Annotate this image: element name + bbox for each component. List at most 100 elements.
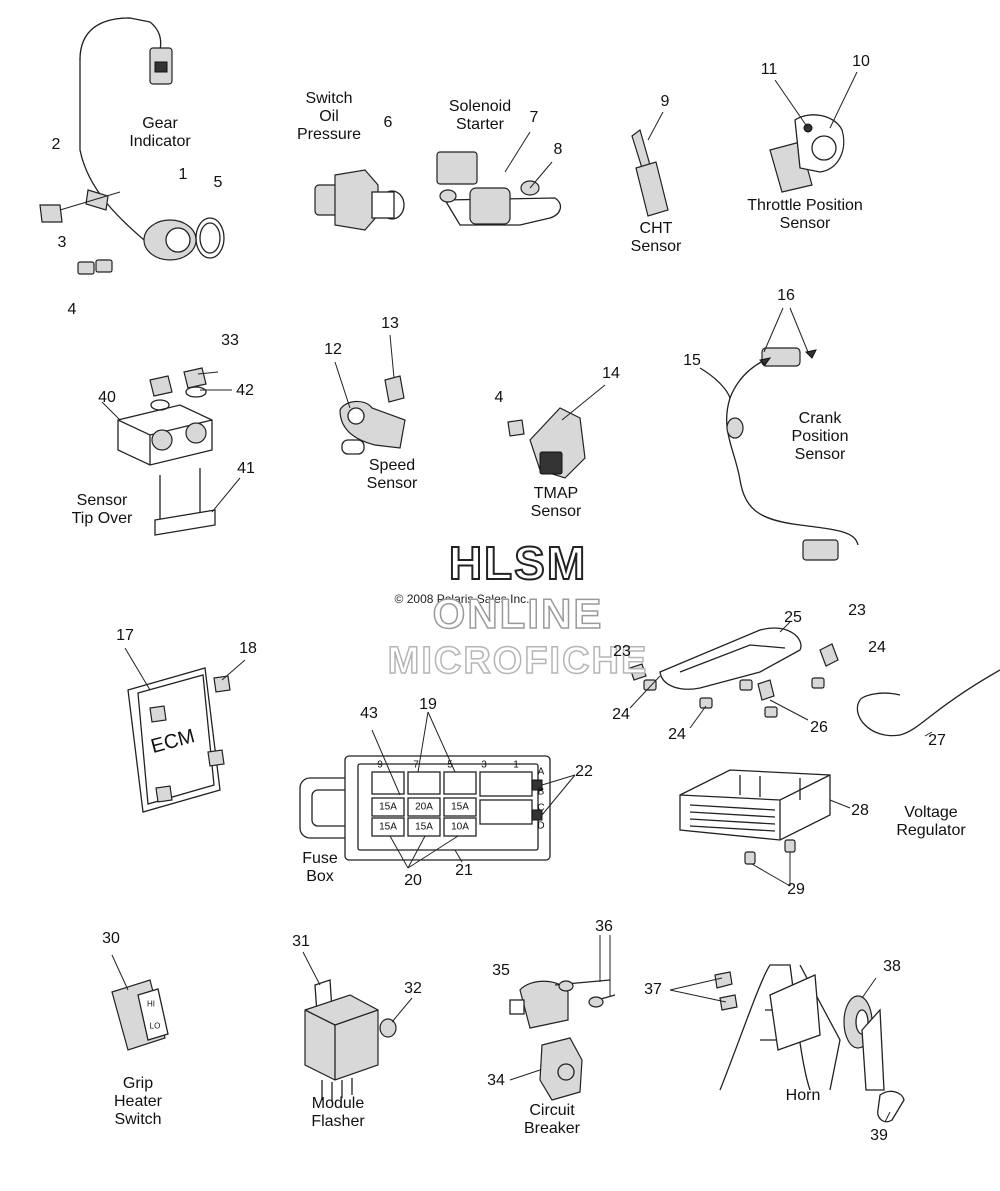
bracket-part — [629, 621, 1000, 737]
label-cht-sensor: CHT Sensor — [630, 220, 682, 255]
label-switch-oil-pressure: Switch Oil Pressure — [296, 90, 362, 143]
label-speed-sensor: Speed Sensor — [366, 457, 418, 492]
callout-8: 8 — [553, 141, 563, 158]
callout-35: 35 — [492, 962, 510, 979]
label-sensor-tip-over: Sensor Tip Over — [71, 492, 133, 527]
fuse-col-1: 1 — [513, 759, 519, 771]
callout-39: 39 — [870, 1127, 888, 1144]
callout-34: 34 — [487, 1072, 505, 1089]
callout-6: 6 — [383, 114, 393, 131]
callout-11: 11 — [760, 61, 778, 78]
watermark-title: HLSM — [448, 536, 588, 590]
voltage-regulator-part — [679, 769, 851, 887]
oil-pressure-switch-part — [314, 169, 405, 231]
label-voltage-regulator: Voltage Regulator — [896, 804, 966, 839]
callout-10: 10 — [852, 53, 870, 70]
label-tmap-sensor: TMAP Sensor — [530, 485, 582, 520]
callout-19: 19 — [419, 696, 437, 713]
callout-29: 29 — [787, 881, 805, 898]
callout-27: 27 — [928, 732, 946, 749]
callout-9: 9 — [660, 93, 670, 110]
fuse-row-b: B — [537, 786, 545, 798]
label-horn: Horn — [785, 1087, 821, 1104]
callout-22: 22 — [575, 763, 593, 780]
fuse-row-d: D — [537, 820, 545, 832]
callout-14: 14 — [602, 365, 620, 382]
switch-marking-hi: HI — [147, 999, 155, 1009]
crank-position-sensor-part — [699, 307, 859, 561]
fuse-marking-f: 10A — [451, 821, 469, 833]
fuse-row-c: C — [537, 802, 545, 814]
callout-4b: 4 — [494, 389, 504, 406]
callout-41: 41 — [237, 460, 255, 477]
circuit-breaker-part — [509, 935, 616, 1101]
fuse-col-7: 7 — [413, 759, 419, 771]
fuse-col-9: 9 — [377, 759, 383, 771]
starter-solenoid-part — [436, 131, 562, 226]
callout-18: 18 — [239, 640, 257, 657]
callout-31: 31 — [292, 933, 310, 950]
throttle-position-sensor-part — [769, 71, 858, 193]
callout-36: 36 — [595, 918, 613, 935]
callout-24a: 24 — [868, 639, 886, 656]
label-throttle-position-sensor: Throttle Position Sensor — [747, 197, 863, 232]
callout-1: 1 — [178, 166, 188, 183]
cht-sensor-part — [631, 111, 669, 217]
callout-20: 20 — [404, 872, 422, 889]
switch-marking-lo: LO — [149, 1021, 161, 1031]
callout-21: 21 — [455, 862, 473, 879]
callout-37: 37 — [644, 981, 662, 998]
horn-part — [669, 964, 905, 1123]
callout-42: 42 — [236, 382, 254, 399]
fuse-row-a: A — [537, 766, 545, 778]
callout-5: 5 — [213, 174, 223, 191]
speed-sensor-part — [334, 334, 406, 455]
label-grip-heater-switch: Grip Heater Switch — [113, 1075, 163, 1128]
callout-25: 25 — [784, 609, 802, 626]
callout-30: 30 — [102, 930, 120, 947]
fuse-col-5: 5 — [447, 759, 453, 771]
callout-13: 13 — [381, 315, 399, 332]
callout-3: 3 — [57, 234, 67, 251]
callout-24b: 24 — [612, 706, 630, 723]
fuse-marking-e: 15A — [415, 821, 433, 833]
module-flasher-part — [302, 951, 413, 1102]
grip-heater-switch-part — [111, 954, 169, 1051]
callout-23a: 23 — [848, 602, 866, 619]
fuse-marking-d: 15A — [379, 821, 397, 833]
fuse-col-3: 3 — [481, 759, 487, 771]
label-circuit-breaker: Circuit Breaker — [523, 1102, 581, 1137]
callout-40: 40 — [98, 389, 116, 406]
callout-43: 43 — [360, 705, 378, 722]
callout-17: 17 — [116, 627, 134, 644]
watermark-copyright: © 2008 Polaris Sales Inc. — [394, 592, 530, 606]
fuse-marking-a: 15A — [379, 801, 397, 813]
gear-indicator-part — [39, 17, 225, 275]
watermark-microfiche: MICROFICHE — [387, 639, 649, 683]
fuse-box-part — [299, 711, 576, 869]
callout-4a: 4 — [67, 301, 77, 318]
callout-23b: 23 — [613, 643, 631, 660]
fuse-marking-c: 15A — [451, 801, 469, 813]
ecm-part — [124, 647, 246, 813]
label-fuse-box: Fuse Box — [302, 850, 338, 885]
fuse-marking-b: 20A — [415, 801, 433, 813]
callout-28: 28 — [851, 802, 869, 819]
callout-7: 7 — [529, 109, 539, 126]
callout-38: 38 — [883, 958, 901, 975]
callout-33: 33 — [221, 332, 239, 349]
label-crank-position-sensor: Crank Position Sensor — [791, 410, 849, 463]
callout-16: 16 — [777, 287, 795, 304]
label-gear-indicator: Gear Indicator — [129, 115, 191, 150]
callout-26: 26 — [810, 719, 828, 736]
callout-2: 2 — [51, 136, 61, 153]
callout-32: 32 — [404, 980, 422, 997]
label-solenoid-starter: Solenoid Starter — [448, 98, 512, 133]
callout-24c: 24 — [668, 726, 686, 743]
callout-15: 15 — [683, 352, 701, 369]
tmap-sensor-part — [507, 384, 606, 479]
callout-12: 12 — [324, 341, 342, 358]
tip-over-sensor-part — [101, 367, 241, 536]
